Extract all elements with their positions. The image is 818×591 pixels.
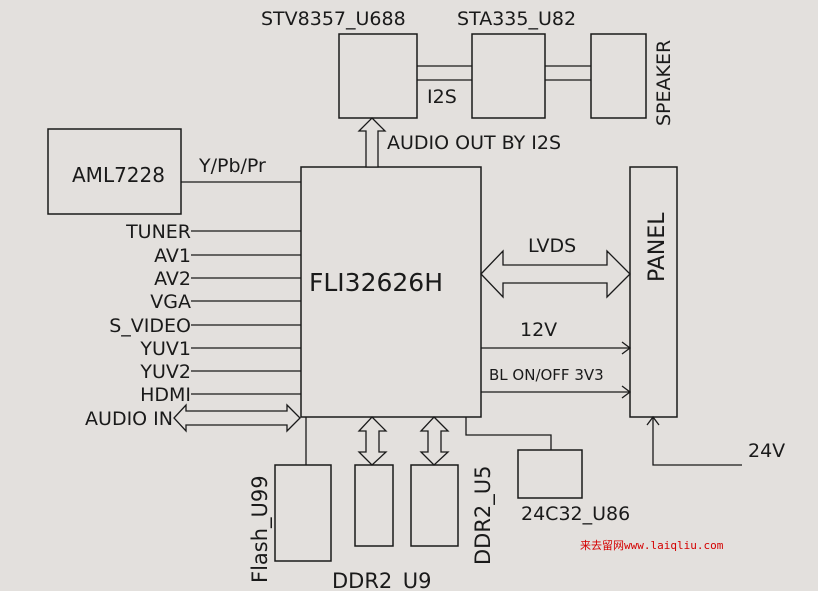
v12-arrowhead [621, 341, 632, 355]
sta335-label: STA335_U82 [457, 8, 576, 30]
v24-arrowhead [646, 415, 660, 426]
bl-arrowhead [621, 385, 632, 399]
input-label-s-video: S_VIDEO [109, 315, 191, 337]
ypbpr-label: Y/Pb/Pr [198, 155, 266, 177]
v24-line [652, 417, 742, 466]
input-label-yuv2: YUV2 [139, 361, 191, 383]
input-label-tuner: TUNER [125, 221, 191, 243]
aml7228-label: AML7228 [72, 163, 165, 187]
ddr2-u5-label: DDR2_U5 [471, 465, 496, 565]
ddr2-u5-block [410, 464, 459, 547]
flash-label: Flash_U99 [248, 475, 273, 583]
audio-in-arrow [173, 403, 301, 433]
ddr2-u9-arrow [357, 416, 388, 466]
stv8357-block [338, 33, 418, 119]
eeprom-link [465, 417, 552, 450]
lvds-arrow [480, 249, 631, 299]
audio-out-label: AUDIO OUT BY I2S [387, 132, 561, 154]
input-label-av2: AV2 [154, 268, 191, 290]
audio-out-arrow [357, 117, 387, 168]
watermark-text: 来去留网www.laiqliu.com [580, 539, 724, 552]
lvds-label: LVDS [528, 235, 576, 257]
ddr2-u9-label: DDR2_U9 [332, 569, 432, 591]
sta335-block [471, 33, 546, 119]
eeprom-block [517, 449, 583, 499]
fli32626h-block [300, 166, 482, 418]
stv8357-label: STV8357_U688 [261, 8, 406, 30]
input-label-av1: AV1 [154, 245, 191, 267]
input-label-audio-in: AUDIO IN [85, 408, 173, 430]
panel-label: PANEL [645, 212, 670, 282]
input-label-yuv1: YUV1 [139, 338, 191, 360]
ddr2-u5-arrow [419, 416, 450, 466]
eeprom-label: 24C32_U86 [521, 503, 630, 525]
bl-label: BL ON/OFF 3V3 [489, 366, 604, 384]
speaker-label: SPEAKER [653, 40, 675, 126]
input-label-hdmi: HDMI [140, 384, 191, 406]
fli32626h-label: FLI32626H [309, 268, 443, 297]
flash-block [274, 464, 332, 562]
v12-label: 12V [520, 319, 557, 341]
ddr2-u9-block [354, 464, 394, 547]
v24-label: 24V [748, 440, 785, 462]
aml7228-block [47, 128, 182, 215]
input-label-vga: VGA [150, 291, 191, 313]
i2s-label: I2S [427, 86, 457, 108]
panel-block [629, 166, 678, 418]
speaker-block [590, 33, 647, 119]
